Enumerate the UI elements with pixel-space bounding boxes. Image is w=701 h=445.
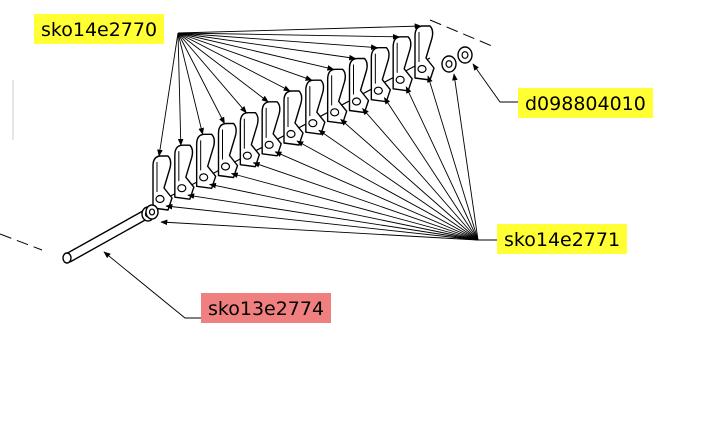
leader-line xyxy=(296,140,479,241)
leader-line xyxy=(383,97,479,241)
leader-line xyxy=(340,118,479,241)
centerline-left xyxy=(0,233,43,251)
shaft-edge-bottom xyxy=(69,213,157,263)
hook-eye xyxy=(286,129,296,139)
leader-line xyxy=(177,32,400,40)
shaft-end xyxy=(62,252,72,264)
leader-line xyxy=(177,23,422,34)
leader-line xyxy=(177,32,269,103)
leader-line xyxy=(177,32,184,146)
leader-line xyxy=(177,32,357,61)
leader-line xyxy=(177,32,313,81)
leader-line xyxy=(252,162,479,241)
label-sko13e2774[interactable]: sko13e2774 xyxy=(201,293,332,323)
leader-line xyxy=(177,32,247,114)
washers xyxy=(141,46,473,222)
leader-line xyxy=(187,193,479,241)
leader-line xyxy=(177,32,379,50)
hook-eye xyxy=(351,97,362,106)
leader-line xyxy=(103,251,201,319)
washer-inner xyxy=(445,60,453,68)
leader-line xyxy=(177,32,204,136)
centerline-marks xyxy=(0,19,493,251)
hook-eye xyxy=(330,108,340,117)
hook-eye xyxy=(373,86,383,95)
leader-line xyxy=(230,172,479,241)
leader-line xyxy=(318,129,479,241)
label-sko14e2770[interactable]: sko14e2770 xyxy=(34,14,165,44)
hook-eye xyxy=(242,151,252,160)
leader-line xyxy=(472,63,518,103)
leader-line xyxy=(274,151,479,241)
leader-line xyxy=(362,107,479,241)
leader-line xyxy=(165,203,479,241)
label-d098804010[interactable]: d098804010 xyxy=(518,88,653,118)
leader-line xyxy=(177,32,225,125)
hook-eye xyxy=(199,173,209,182)
hook-eye xyxy=(417,64,427,74)
leader-line xyxy=(427,75,479,241)
hook-eye xyxy=(220,162,231,171)
hook-eye xyxy=(395,75,405,84)
hook-eye xyxy=(308,119,318,128)
leader-line xyxy=(452,73,479,241)
hook-eye xyxy=(177,184,187,193)
leader-line xyxy=(177,32,335,71)
leader-line xyxy=(157,32,179,157)
washer-inner xyxy=(461,51,469,59)
washer-inner xyxy=(148,208,156,216)
leader-line xyxy=(405,86,479,241)
hook-eye xyxy=(264,140,274,149)
leader-lines xyxy=(103,23,518,319)
hook-teeth xyxy=(152,25,435,211)
centerline-right xyxy=(429,19,493,47)
shaft-edge-top xyxy=(63,206,151,256)
leader-line xyxy=(177,32,291,92)
leader-line xyxy=(160,219,479,241)
hook-eye xyxy=(155,194,165,204)
leader-line xyxy=(208,182,479,241)
label-sko14e2771[interactable]: sko14e2771 xyxy=(497,224,628,254)
